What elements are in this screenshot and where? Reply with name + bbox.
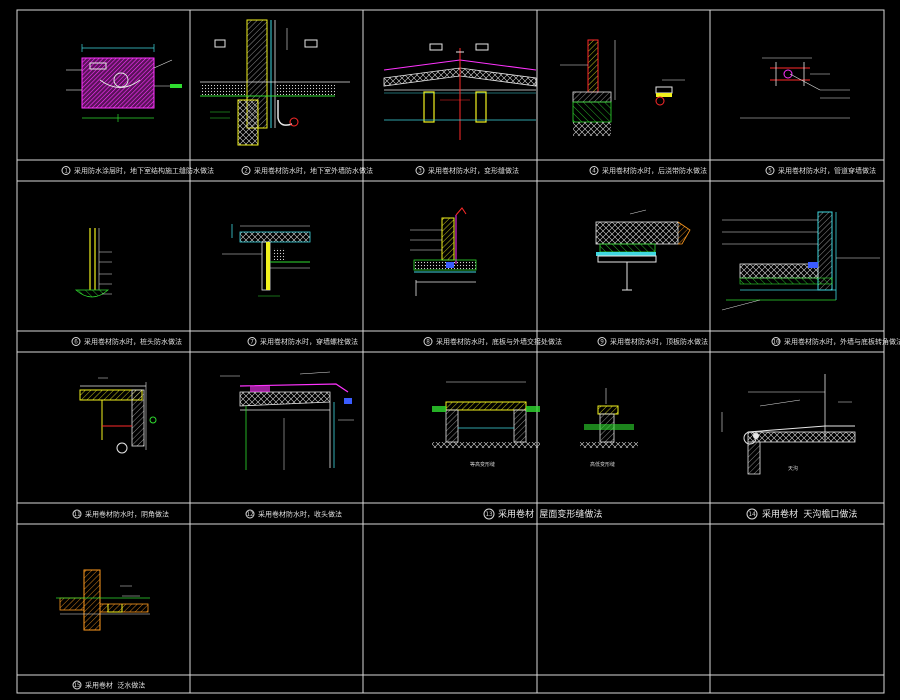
detail-9-drawing [595,209,691,291]
svg-text:采用卷材防水时，后浇带防水做法: 采用卷材防水时，后浇带防水做法 [602,166,707,175]
svg-text:采用卷材 泛水做法: 采用卷材 泛水做法 [85,681,145,690]
svg-text:采用卷材 天沟檐口做法: 采用卷材 天沟檐口做法 [762,508,857,520]
svg-text:天沟: 天沟 [788,465,798,472]
detail-15-drawing [56,569,150,631]
svg-text:采用卷材防水时，地下室外墙防水做法: 采用卷材防水时，地下室外墙防水做法 [254,166,373,175]
svg-text:采用卷材 屋面变形缝做法: 采用卷材 屋面变形缝做法 [498,508,602,520]
svg-text:5: 5 [768,168,772,175]
svg-text:8: 8 [426,339,430,346]
caption-2: 2 采用卷材防水时，地下室外墙防水做法 [241,166,373,175]
svg-text:采用卷材防水时，顶板防水做法: 采用卷材防水时，顶板防水做法 [610,337,708,346]
svg-text:9: 9 [600,339,604,346]
caption-14: 14 采用卷材 天沟檐口做法 [746,508,857,520]
detail-6-drawing [74,228,112,298]
svg-text:15: 15 [73,682,81,689]
caption-5: 5 采用卷材防水时，管道穿墙做法 [765,166,876,175]
svg-text:4: 4 [592,168,596,175]
sheet-frame [16,9,885,694]
caption-7: 7 采用卷材防水时，穿墙螺栓做法 [247,337,358,346]
detail-13-drawing: 等高变形缝 高低变形缝 [432,381,638,468]
svg-text:采用卷材防水时，变形缝做法: 采用卷材防水时，变形缝做法 [428,166,519,175]
svg-text:3: 3 [418,168,422,175]
caption-4: 4 采用卷材防水时，后浇带防水做法 [589,166,707,175]
detail-8-drawing [410,207,477,296]
svg-text:采用卷材防水时，底板与外墙交接处做法: 采用卷材防水时，底板与外墙交接处做法 [436,337,562,346]
caption-13: 13 采用卷材 屋面变形缝做法 [483,508,602,520]
detail-1-drawing [66,44,182,122]
svg-text:采用卷材防水时，收头做法: 采用卷材防水时，收头做法 [258,510,342,519]
caption-10: 10 采用卷材防水时，外墙与底板转角做法 [771,337,900,346]
svg-text:高低变形缝: 高低变形缝 [590,461,615,468]
svg-text:采用防水涂层时，地下室结构施工缝防水做法: 采用防水涂层时，地下室结构施工缝防水做法 [74,166,214,175]
svg-text:采用卷材防水时，外墙与底板转角做法: 采用卷材防水时，外墙与底板转角做法 [784,337,900,346]
detail-10-drawing [721,211,880,311]
svg-text:7: 7 [250,339,254,346]
svg-text:采用卷材防水时，穿墙螺栓做法: 采用卷材防水时，穿墙螺栓做法 [260,337,358,346]
caption-6: 6 采用卷材防水时，桩头防水做法 [71,337,182,346]
svg-text:1: 1 [64,168,68,175]
caption-8: 8 采用卷材防水时，底板与外墙交接处做法 [423,337,562,346]
detail-11-drawing [79,377,157,454]
detail-5-drawing [740,57,850,119]
caption-11: 11 采用卷材防水时，阴角做法 [72,509,169,519]
detail-7-drawing [222,224,311,297]
svg-text:10: 10 [772,339,780,346]
caption-1: 1 采用防水涂层时，地下室结构施工缝防水做法 [61,166,214,175]
detail-3-drawing [383,43,537,140]
caption-3: 3 采用卷材防水时，变形缝做法 [415,166,519,175]
svg-text:13: 13 [485,511,493,518]
svg-text:采用卷材防水时，桩头防水做法: 采用卷材防水时，桩头防水做法 [84,337,182,346]
caption-15: 15 采用卷材 泛水做法 [72,680,145,690]
detail-14-drawing: 天沟 [721,374,856,475]
svg-text:采用卷材防水时，阴角做法: 采用卷材防水时，阴角做法 [85,510,169,519]
svg-text:14: 14 [748,511,756,518]
svg-text:11: 11 [73,511,81,518]
detail-4-drawing [560,39,685,136]
caption-12: 12 采用卷材防水时，收头做法 [245,509,342,519]
svg-text:2: 2 [244,168,248,175]
detail-2-drawing [200,19,350,146]
detail-12-drawing [220,371,354,470]
svg-text:采用卷材防水时，管道穿墙做法: 采用卷材防水时，管道穿墙做法 [778,166,876,175]
caption-9: 9 采用卷材防水时，顶板防水做法 [597,337,708,346]
detail-captions: 1 采用防水涂层时，地下室结构施工缝防水做法 2 采用卷材防水时，地下室外墙防水做法… [61,166,900,690]
svg-text:等高变形缝: 等高变形缝 [470,461,495,468]
svg-text:6: 6 [74,339,78,346]
svg-text:12: 12 [246,511,254,518]
